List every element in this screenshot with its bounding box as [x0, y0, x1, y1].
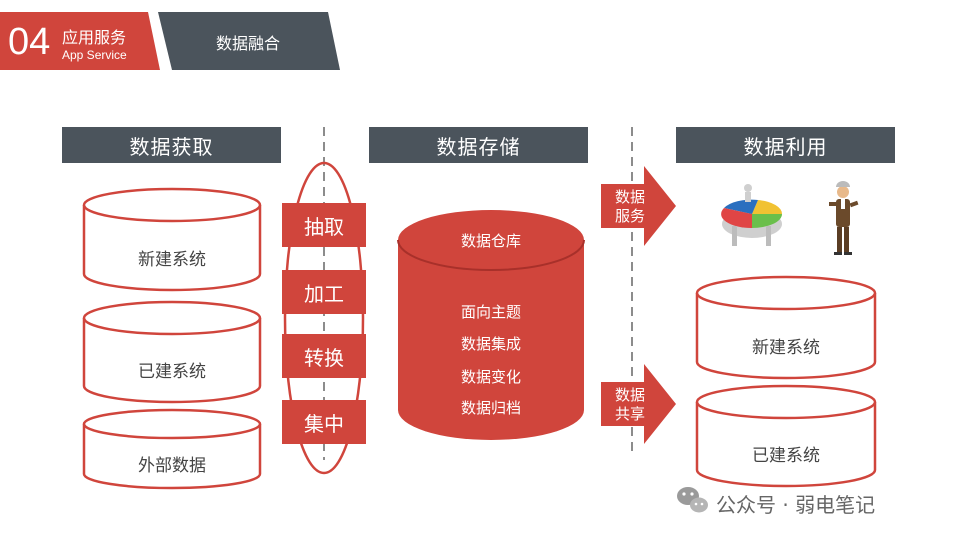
source-cylinder-2 — [82, 300, 262, 404]
source-cylinder-1 — [82, 187, 262, 292]
arrow-label-share: 数据 共享 — [614, 386, 645, 423]
section-number: 04 — [8, 21, 51, 63]
warehouse-feature-archive: 数据归档 — [460, 399, 521, 417]
etl-ellipse — [283, 161, 365, 475]
etl-step-extract: 抽取 — [282, 203, 366, 247]
warehouse-cylinder — [397, 210, 585, 440]
wechat-icon — [677, 487, 708, 513]
section-use-header: 数据利用 — [676, 127, 895, 163]
arrow-data-service — [601, 166, 676, 246]
source-label-new: 新建系统 — [138, 250, 206, 270]
target-cylinder-1 — [695, 275, 877, 380]
etl-step-process: 加工 — [282, 270, 366, 314]
arrow-label-service: 数据 服务 — [614, 188, 645, 225]
target-label-existing: 已建系统 — [752, 446, 820, 466]
watermark-text: 公众号 · 弱电笔记 — [716, 493, 876, 517]
arrow-data-share — [601, 364, 676, 444]
businessman-icon — [829, 181, 859, 255]
section-store-header: 数据存储 — [369, 127, 588, 163]
header-subtitle: 数据融合 — [216, 34, 281, 53]
warehouse-feature-change: 数据变化 — [460, 368, 521, 386]
warehouse-title: 数据仓库 — [460, 232, 521, 250]
header-title-en: App Service — [62, 48, 127, 62]
etl-step-transform: 转换 — [282, 334, 366, 378]
header-banner — [0, 12, 340, 70]
pie-chart-icon — [721, 184, 783, 246]
source-label-external: 外部数据 — [138, 456, 206, 476]
target-label-new: 新建系统 — [752, 338, 820, 358]
target-cylinder-2 — [695, 384, 877, 488]
source-cylinder-3 — [82, 408, 262, 490]
header-dark-block — [158, 12, 340, 70]
warehouse-feature-integration: 数据集成 — [460, 335, 521, 353]
section-acquire-header: 数据获取 — [62, 127, 281, 163]
header-red-block — [0, 12, 160, 70]
etl-step-centralize: 集中 — [282, 400, 366, 444]
warehouse-feature-subject: 面向主题 — [460, 303, 521, 321]
source-label-existing: 已建系统 — [138, 362, 206, 382]
header-title-cn: 应用服务 — [62, 28, 127, 47]
